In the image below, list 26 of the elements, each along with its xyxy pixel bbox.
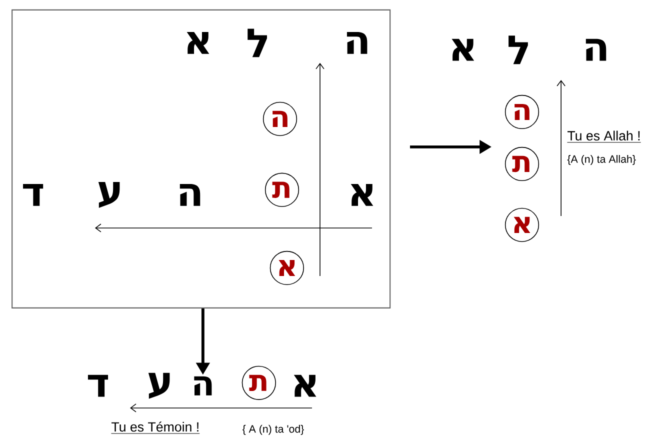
caption: Tu es Allah ! (566, 130, 642, 143)
letter: ל (508, 36, 528, 64)
circled-letter: א (270, 250, 304, 286)
pronunciation: { A (n) ta 'od} (242, 424, 304, 435)
letter: ה (194, 376, 212, 396)
letter: ע (148, 372, 170, 399)
circled-letter: ה (262, 102, 298, 136)
letter: ל (248, 28, 267, 58)
letter: ד (88, 374, 108, 397)
letter: ה (346, 32, 368, 54)
letter: ה (180, 184, 200, 206)
circled-letter: ת (504, 146, 540, 182)
circled-letter: ת (264, 172, 300, 207)
frame-box (12, 9, 391, 308)
letter: ד (23, 184, 44, 206)
pronunciation: {A (n) ta Allah} (567, 155, 636, 165)
letter: א (294, 374, 316, 397)
letter: א (350, 184, 374, 206)
letter: ה (586, 38, 606, 61)
letter: א (186, 32, 210, 54)
letter: א (452, 38, 474, 61)
letter: ע (98, 182, 120, 208)
circled-letter: א (504, 208, 540, 242)
caption: Tu es Témoin ! (110, 422, 200, 434)
circled-letter: ה (504, 94, 540, 130)
circled-letter: ת (242, 366, 276, 400)
